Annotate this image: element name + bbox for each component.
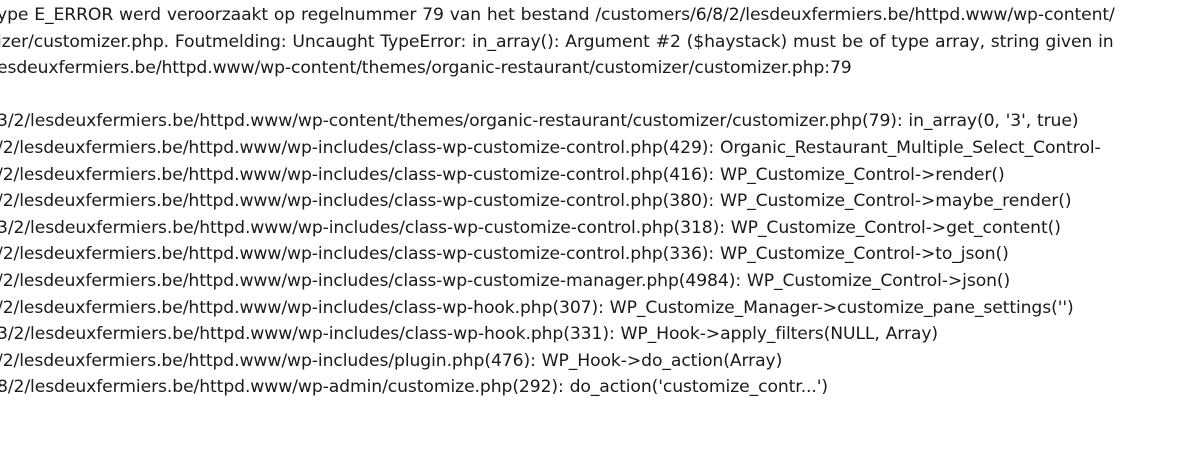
stack-trace-line: 3/2/lesdeuxfermiers.be/httpd.www/wp-incl… (0, 217, 1061, 238)
error-message-line: esdeuxfermiers.be/httpd.www/wp-content/t… (0, 58, 852, 79)
stack-trace: 3/2/lesdeuxfermiers.be/httpd.www/wp-cont… (0, 108, 1200, 401)
error-message-line: ype E_ERROR werd veroorzaakt op regelnum… (0, 5, 1115, 25)
stack-trace-line: /2/lesdeuxfermiers.be/httpd.www/wp-inclu… (0, 191, 1072, 212)
stack-trace-line: /2/lesdeuxfermiers.be/httpd.www/wp-inclu… (0, 164, 1005, 185)
stack-trace-line: 3/2/lesdeuxfermiers.be/httpd.www/wp-cont… (0, 111, 1079, 132)
stack-trace-line: /2/lesdeuxfermiers.be/httpd.www/wp-inclu… (0, 270, 1011, 291)
stack-trace-line: /2/lesdeuxfermiers.be/httpd.www/wp-inclu… (0, 297, 1074, 318)
stack-trace-line: /2/lesdeuxfermiers.be/httpd.www/wp-inclu… (0, 137, 1101, 158)
stack-trace-line: /2/lesdeuxfermiers.be/httpd.www/wp-inclu… (0, 350, 783, 371)
blank-line (0, 82, 1200, 109)
stack-trace-line: 3/2/lesdeuxfermiers.be/httpd.www/wp-incl… (0, 324, 939, 345)
stack-trace-line: 8/2/lesdeuxfermiers.be/httpd.www/wp-admi… (0, 377, 829, 398)
error-message-line: izer/customizer.php. Foutmelding: Uncaug… (0, 31, 1114, 52)
stack-trace-line: /2/lesdeuxfermiers.be/httpd.www/wp-inclu… (0, 244, 1009, 265)
error-message: ype E_ERROR werd veroorzaakt op regelnum… (0, 2, 1200, 401)
